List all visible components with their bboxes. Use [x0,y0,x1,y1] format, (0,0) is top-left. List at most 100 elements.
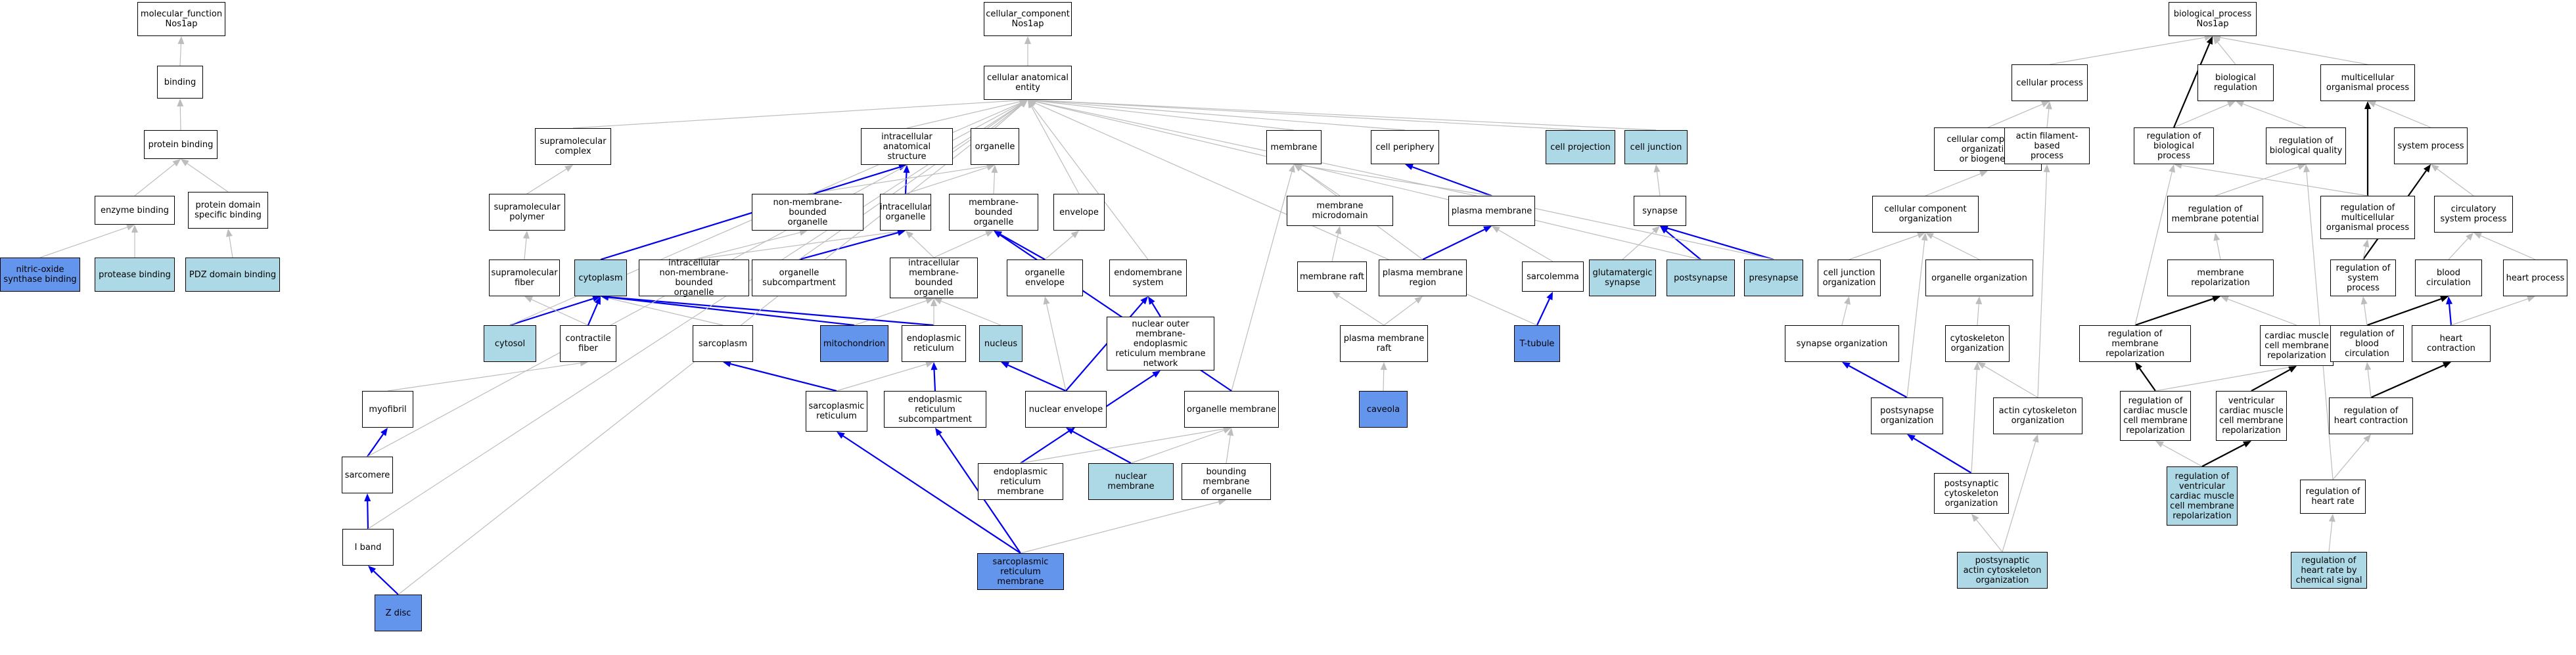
node-synapse[interactable]: synapse [1634,196,1686,226]
node-envelope[interactable]: envelope [1053,194,1105,231]
node-protein-binding[interactable]: protein binding [144,130,218,159]
node-rsp[interactable]: regulation of system process [2330,260,2396,296]
node-mrep[interactable]: membrane repolarization [2167,260,2274,296]
node-bmo[interactable]: bounding membrane of organelle [1182,463,1271,500]
node-cell-periphery[interactable]: cell periphery [1371,130,1439,164]
node-cell-projection[interactable]: cell projection [1546,130,1615,164]
node-pdb[interactable]: protein domain specific binding [188,192,268,229]
node-mf[interactable]: molecular_function Nos1ap [137,2,225,36]
node-so[interactable]: synapse organization [1785,325,1899,362]
node-smc[interactable]: supramolecular complex [535,128,611,165]
node-nmem[interactable]: nuclear membrane [1088,463,1174,500]
node-nomer[interactable]: nuclear outer membrane-endoplasmic retic… [1107,317,1214,371]
node-enzyme-binding[interactable]: enzyme binding [95,196,175,225]
node-ersub[interactable]: endoplasmic reticulum subcompartment [884,391,986,428]
node-rmrep[interactable]: regulation of membrane repolarization [2079,325,2191,362]
node-bcirc[interactable]: blood circulation [2415,260,2482,296]
node-vccmr[interactable]: ventricular cardiac muscle cell membrane… [2216,391,2287,441]
node-csp[interactable]: circulatory system process [2434,196,2513,233]
node-smp[interactable]: supramolecular polymer [489,194,565,231]
node-hc[interactable]: heart contraction [2412,325,2491,362]
node-smf[interactable]: supramolecular fiber [489,260,560,296]
node-rbc[interactable]: regulation of blood circulation [2330,325,2404,362]
node-cellular-process[interactable]: cellular process [2012,64,2088,101]
node-imbo[interactable]: intracellular membrane-bounded organelle [890,258,978,298]
node-label: caveola [1366,404,1400,415]
node-nmbo[interactable]: non-membrane-bounded organelle [752,194,863,231]
node-zdisc[interactable]: Z disc [375,595,422,631]
node-sarcolemma[interactable]: sarcolemma [1522,261,1584,292]
node-ias[interactable]: intracellular anatomical structure [861,128,953,165]
node-binding[interactable]: binding [157,66,203,99]
node-sarcoplasm[interactable]: sarcoplasm [693,325,753,362]
node-rvccmr[interactable]: regulation of ventricular cardiac muscle… [2167,466,2238,526]
node-acko[interactable]: actin cytoskeleton organization [1993,397,2082,434]
node-rhrcs[interactable]: regulation of heart rate by chemical sig… [2291,552,2367,589]
node-inmbo[interactable]: intracellular non-membrane-bounded organ… [639,258,749,298]
node-postsynapse[interactable]: postsynapse [1667,260,1735,296]
node-protease-binding[interactable]: protease binding [95,258,175,292]
node-nucleus[interactable]: nucleus [979,325,1023,362]
node-cfiber[interactable]: contractile fiber [560,325,616,362]
node-oenv[interactable]: organelle envelope [1007,260,1083,296]
node-cytoplasm[interactable]: cytoplasm [574,260,627,296]
node-omem[interactable]: organelle membrane [1184,391,1279,428]
node-packo[interactable]: postsynaptic actin cytoskeleton organiza… [1957,552,2048,589]
node-cae[interactable]: cellular anatomical entity [984,66,1072,100]
node-mop[interactable]: multicellular organismal process [2320,64,2415,101]
node-membrane[interactable]: membrane [1266,130,1322,164]
node-osub[interactable]: organelle subcompartment [752,260,846,296]
node-rmp[interactable]: regulation of membrane potential [2167,196,2263,233]
node-nos-binding[interactable]: nitric-oxide synthase binding [0,258,80,292]
node-glut[interactable]: glutamatergic synapse [1589,260,1656,296]
node-rmop[interactable]: regulation of multicellular organismal p… [2320,196,2415,239]
node-mbo[interactable]: membrane-bounded organelle [949,194,1038,231]
edge-line [509,298,593,327]
node-rhc[interactable]: regulation of heart contraction [2329,397,2413,434]
node-sysproc[interactable]: system process [2394,127,2468,164]
node-pcsko[interactable]: postsynaptic cytoskeleton organization [1934,473,2009,514]
node-ccmr[interactable]: cardiac muscle cell membrane repolarizat… [2260,325,2334,366]
node-cjo[interactable]: cell junction organization [1818,260,1881,296]
node-nenv[interactable]: nuclear envelope [1025,391,1107,428]
node-caveola[interactable]: caveola [1359,391,1408,428]
node-membrane-raft[interactable]: membrane raft [1297,261,1367,292]
node-er[interactable]: endoplasmic reticulum [902,325,966,362]
node-organelle[interactable]: organelle [971,128,1019,165]
edge-arrowhead [1140,296,1148,305]
node-cc[interactable]: cellular_component Nos1ap [984,2,1072,36]
node-cytosol[interactable]: cytosol [484,325,536,362]
node-sr[interactable]: sarcoplasmic reticulum [806,391,867,432]
node-mito[interactable]: mitochondrion [820,325,888,362]
node-cco[interactable]: cellular component organization [1872,196,1979,233]
node-endo-sys[interactable]: endomembrane system [1109,260,1187,296]
node-iband[interactable]: I band [342,529,394,566]
node-afbp[interactable]: actin filament-based process [2004,127,2090,164]
node-erm[interactable]: endoplasmic reticulum membrane [978,463,1063,500]
node-label: binding [164,77,196,87]
node-csko[interactable]: cytoskeleton organization [1945,325,2010,362]
node-bio-reg[interactable]: biological regulation [2197,64,2274,101]
node-rbp[interactable]: regulation of biological process [2134,127,2214,164]
node-rccmr[interactable]: regulation of cardiac muscle cell membra… [2120,391,2191,441]
node-io[interactable]: intracellular organelle [880,194,931,231]
node-cell-junction[interactable]: cell junction [1624,130,1688,164]
node-bp[interactable]: biological_process Nos1ap [2169,2,2257,36]
node-srm[interactable]: sarcoplasmic reticulum membrane [977,553,1064,590]
node-presynapse[interactable]: presynapse [1744,260,1803,296]
node-ttubule[interactable]: T-tubule [1514,325,1560,362]
node-pdz[interactable]: PDZ domain binding [185,258,280,292]
node-pmr[interactable]: plasma membrane region [1379,260,1467,296]
node-myofibril[interactable]: myofibril [362,391,413,428]
node-pmraft[interactable]: plasma membrane raft [1340,325,1428,362]
edge-arrowhead [1024,36,1031,44]
node-pso[interactable]: postsynapse organization [1871,397,1943,434]
node-plasma-membrane[interactable]: plasma membrane [1448,196,1535,226]
node-sarcomere[interactable]: sarcomere [342,457,393,493]
node-rhr[interactable]: regulation of heart rate [2300,480,2366,514]
node-mmd[interactable]: membrane microdomain [1287,196,1393,226]
node-oo[interactable]: organelle organization [1925,260,2033,296]
node-label: supramolecular fiber [491,268,558,288]
node-rbq[interactable]: regulation of biological quality [2266,127,2346,164]
node-heartproc[interactable]: heart process [2503,260,2567,296]
